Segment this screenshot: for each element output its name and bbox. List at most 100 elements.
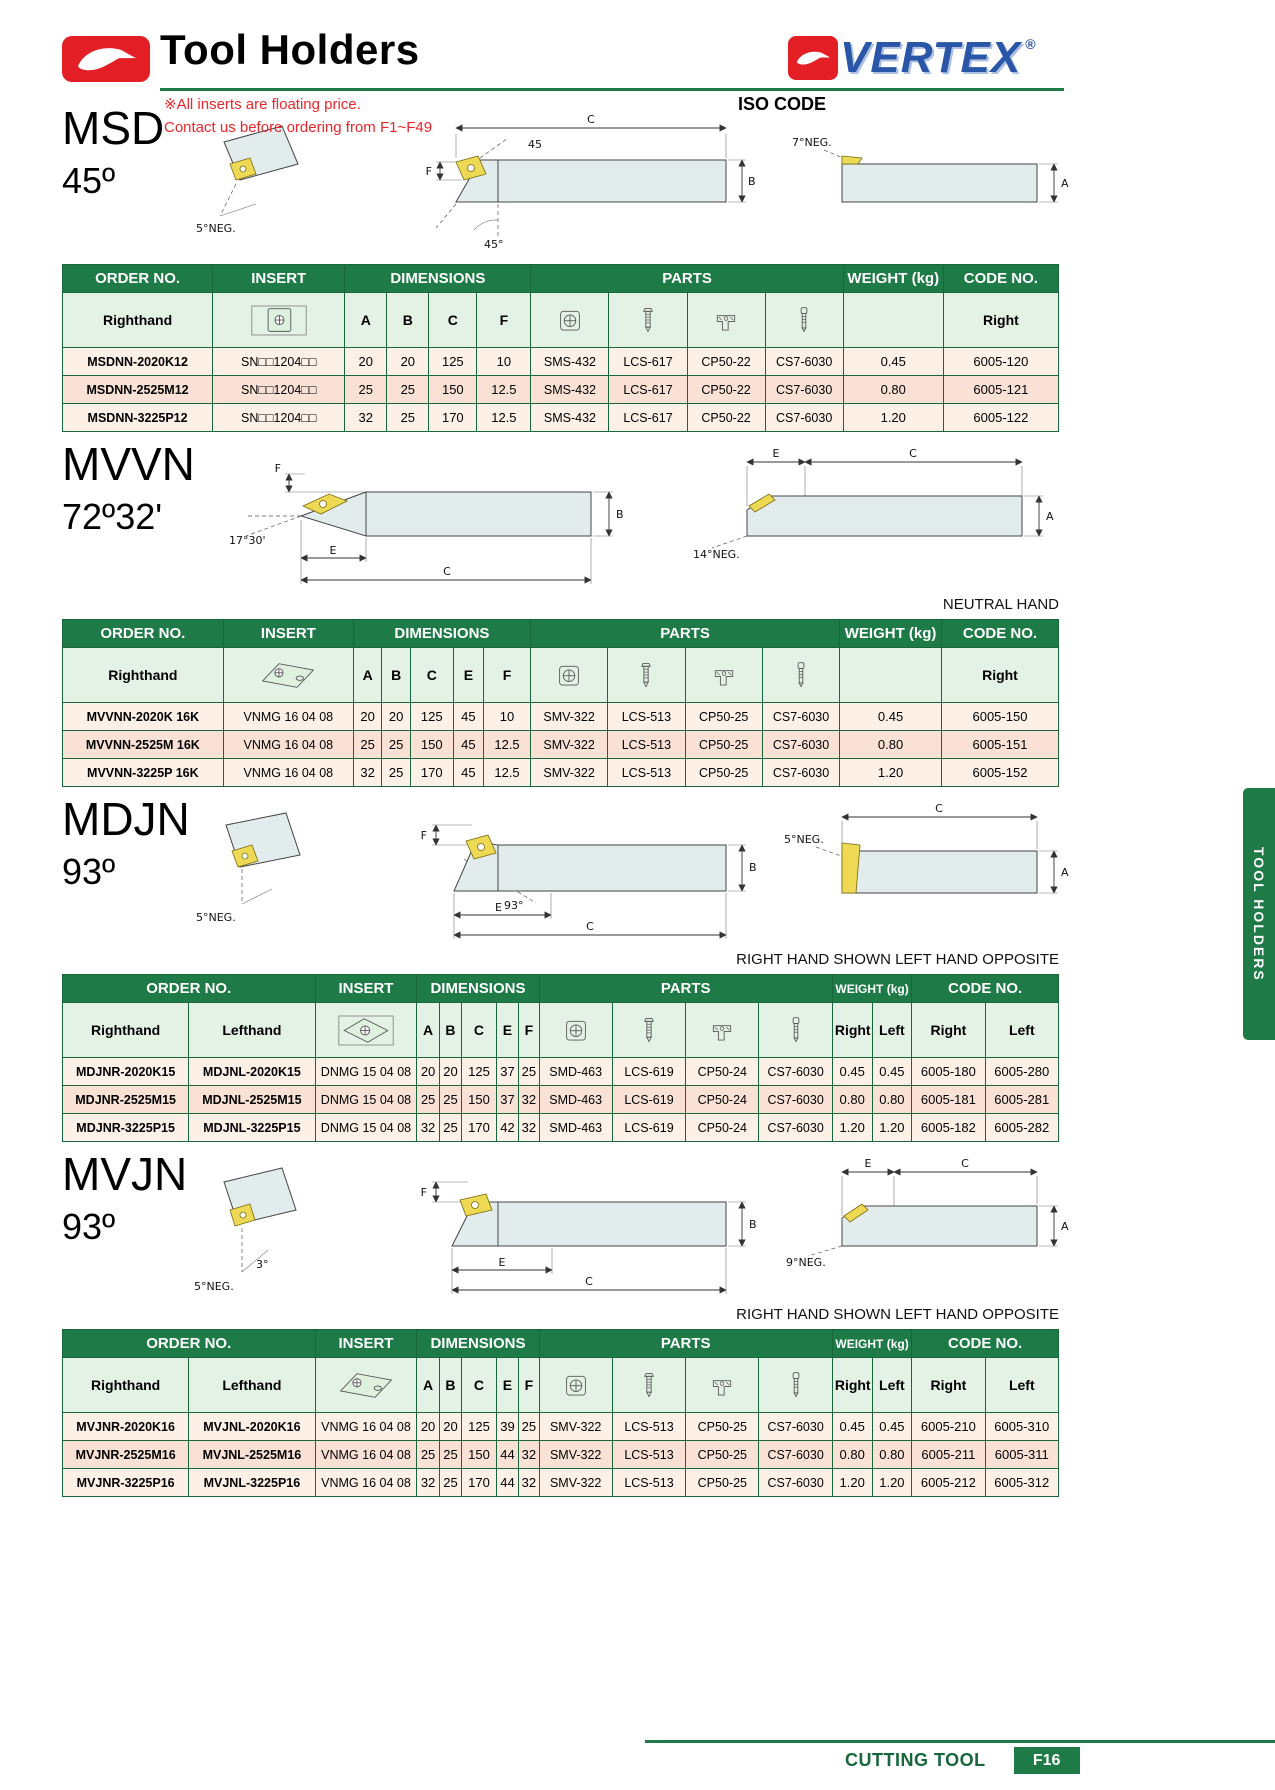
table-cell: CS7-6030: [758, 1057, 833, 1086]
table-cell: 150: [461, 1085, 497, 1114]
header-dimensions: DIMENSIONS: [344, 264, 532, 293]
table-cell: CP50-22: [686, 403, 766, 432]
dim-label: 7°NEG.: [792, 136, 832, 149]
table-cell: LCS-513: [611, 1412, 687, 1441]
table-cell: MVVNN-2020K 16K: [62, 702, 224, 731]
section-name: MSD: [62, 102, 165, 154]
table-cell: 44: [495, 1440, 520, 1469]
table-cell: 1.20: [842, 403, 944, 432]
table-cell: 32: [518, 1440, 540, 1469]
mvvn-table: ORDER NO. INSERT DIMENSIONS PARTS WEIGHT…: [62, 619, 1060, 787]
section-mdjn: MDJN 93º 5°NEG.: [61, 795, 1069, 1142]
table-cell: MVJNL-3225P16: [188, 1468, 316, 1497]
dim-label: 3°: [256, 1258, 269, 1271]
table-cell: MDJNR-3225P15: [61, 1113, 190, 1142]
table-cell: 0.45: [871, 1057, 913, 1086]
dim-label: 5°NEG.: [196, 911, 236, 924]
table-cell: 25: [416, 1440, 440, 1469]
table-cell: 125: [409, 702, 454, 731]
dimension-lines: [219, 183, 257, 217]
table-cell: 6005-181: [911, 1085, 986, 1114]
table-cell: SMV-322: [538, 1440, 613, 1469]
table-cell: 6005-150: [940, 702, 1060, 731]
dim-label: F: [421, 1186, 427, 1199]
tool-shape: [841, 842, 1038, 894]
table-cell: LCS-617: [608, 403, 688, 432]
table-cell: MVVNN-2525M 16K: [62, 730, 224, 759]
table-cell: SMV-322: [538, 1412, 613, 1441]
table-cell: CS7-6030: [758, 1412, 833, 1441]
table-cell: 6005-212: [911, 1468, 986, 1497]
table-header-row: ORDER NO. INSERT DIMENSIONS PARTS WEIGHT…: [62, 619, 1060, 648]
table-cell: 0.45: [831, 1057, 873, 1086]
subheader-dim: F: [476, 292, 532, 348]
header-insert: INSERT: [212, 264, 346, 293]
dimension-lines: [241, 1228, 269, 1273]
table-cell: 10: [476, 347, 532, 376]
table-cell: LCS-617: [608, 375, 688, 404]
table-cell: 170: [428, 403, 478, 432]
dimension-lines: [807, 1168, 1058, 1257]
table-cell: 170: [461, 1113, 497, 1142]
hand-note: RIGHT HAND SHOWN LEFT HAND OPPOSITE: [736, 1306, 1059, 1323]
tool-shape: [451, 1193, 727, 1247]
square-insert-icon: [251, 305, 307, 335]
table-cell: MSDNN-2020K12: [61, 347, 214, 376]
shim-seat-icon: [565, 1020, 586, 1041]
dim-label: A: [1061, 177, 1069, 190]
table-cell: VNMG 16 04 08: [314, 1412, 418, 1441]
mvvn-front-view-drawing: F 17°30' E C B: [229, 462, 623, 584]
subheader-dim: F: [483, 647, 531, 703]
header-code: CODE NO.: [940, 619, 1060, 648]
lock-screw-icon: [644, 1018, 654, 1042]
table-cell: 6005-151: [940, 730, 1060, 759]
subheader-dim: F: [518, 1357, 540, 1413]
table-cell: 6005-282: [984, 1113, 1060, 1142]
table-cell: 150: [461, 1440, 497, 1469]
subheader-lefthand: Lefthand: [188, 1002, 316, 1058]
msd-drawings: 5°NEG.: [190, 108, 1072, 258]
tool-shape: [841, 155, 1038, 203]
table-cell: CP50-25: [685, 1468, 760, 1497]
table-cell: LCS-617: [608, 347, 688, 376]
table-cell: 12.5: [483, 730, 531, 759]
mvjn-drawings: 3° 5°NEG.: [190, 1154, 1072, 1304]
table-cell: DNMG 15 04 08: [314, 1085, 418, 1114]
table-cell: DNMG 15 04 08: [314, 1057, 418, 1086]
table-cell: MDJNL-2020K15: [188, 1057, 316, 1086]
table-cell: CP50-22: [686, 375, 766, 404]
table-cell: 125: [428, 347, 478, 376]
table-cell: 6005-182: [911, 1113, 986, 1142]
footer-rule: [645, 1740, 1275, 1743]
shim-seat-icon: [559, 665, 579, 686]
table-header-row: ORDER NO. INSERT DIMENSIONS PARTS WEIGHT…: [62, 974, 1059, 1003]
table-cell: 25: [381, 758, 411, 787]
subheader-right: Right: [911, 1357, 986, 1413]
insert-shape: [841, 155, 863, 165]
table-cell: CP50-24: [685, 1113, 760, 1142]
table-cell: 44: [495, 1468, 520, 1497]
shim-seat-icon: [565, 1375, 586, 1396]
table-cell: 6005-312: [984, 1468, 1060, 1497]
tool-shape: [841, 1203, 1038, 1247]
header-parts: PARTS: [538, 974, 833, 1003]
table-cell: 6005-120: [942, 347, 1060, 376]
table-cell: 150: [428, 375, 478, 404]
header-rule: [160, 88, 1064, 91]
table-cell: SMD-463: [538, 1085, 613, 1114]
dim-label: B: [749, 1218, 757, 1231]
table-subheader-row: Righthand A B C E F Ri: [62, 647, 1060, 703]
header-code: CODE NO.: [911, 974, 1059, 1003]
subheader-dim: B: [386, 292, 430, 348]
subheader-right: Right: [942, 292, 1060, 348]
subheader-insert-icon-cell: [212, 292, 346, 348]
table-cell: 32: [518, 1085, 540, 1114]
table-cell: CP50-24: [685, 1085, 760, 1114]
subheader-left: Left: [871, 1357, 913, 1413]
hand-note: RIGHT HAND SHOWN LEFT HAND OPPOSITE: [736, 951, 1059, 968]
table-cell: CS7-6030: [764, 347, 844, 376]
dim-label: E: [495, 901, 502, 914]
table-cell: 6005-180: [911, 1057, 986, 1086]
